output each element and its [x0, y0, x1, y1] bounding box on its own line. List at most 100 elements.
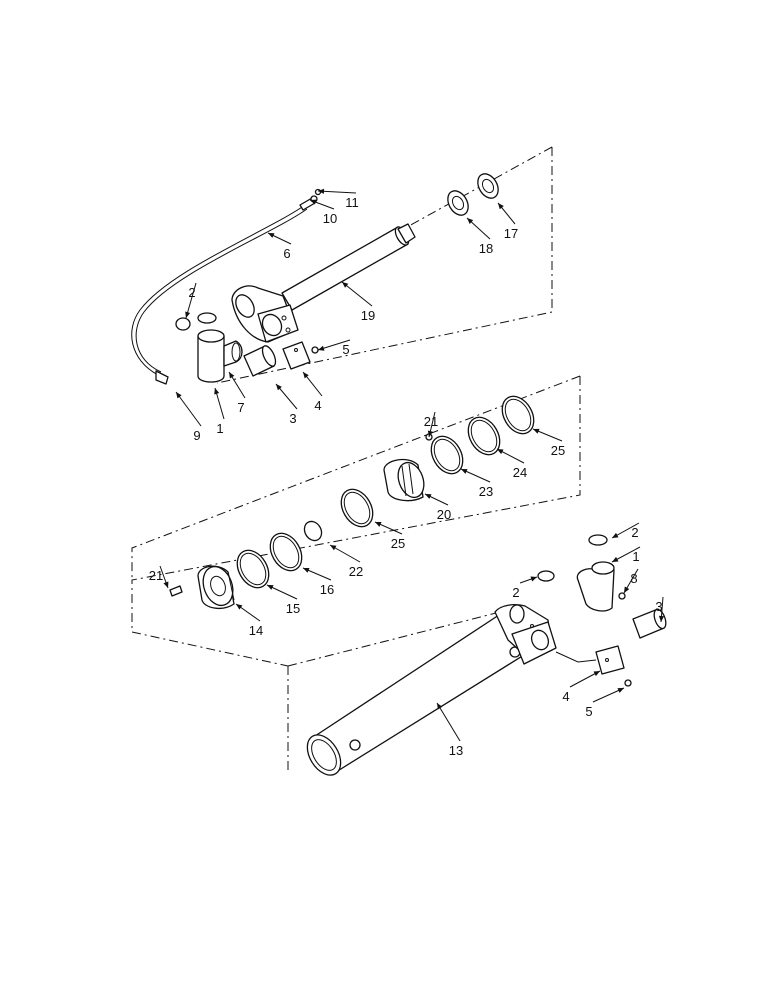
callout-number: 24 [513, 465, 527, 480]
callout-c1b: 1 [611, 546, 641, 564]
rod-seals [447, 173, 499, 216]
callout-leader-line [436, 702, 461, 742]
callout-number: 4 [314, 398, 321, 413]
callout-leader-line [175, 391, 202, 427]
callout-c6: 6 [267, 232, 292, 261]
callout-number: 4 [562, 689, 569, 704]
callout-arrowhead [236, 604, 243, 610]
callout-number: 11 [345, 195, 359, 210]
callout-arrowhead [427, 430, 433, 437]
callout-leader-line [341, 281, 373, 307]
callout-number: 3 [655, 599, 662, 614]
callout-arrowhead [624, 586, 630, 593]
callout-number: 8 [630, 571, 637, 586]
callout-c20: 20 [424, 493, 451, 522]
callout-arrowhead [658, 615, 665, 622]
lower-bearing-parts [537, 534, 667, 687]
callout-arrowhead [498, 203, 504, 210]
callout-arrowhead [276, 384, 282, 391]
callout-arrowhead [229, 372, 235, 379]
callout-arrowhead [461, 469, 468, 474]
callout-number: 10 [323, 211, 337, 226]
callout-number: 1 [216, 421, 223, 436]
callout-number: 21 [424, 414, 438, 429]
callout-c16: 16 [302, 567, 334, 597]
callout-number: 6 [283, 246, 290, 261]
callout-c22: 22 [329, 544, 363, 579]
callout-arrowhead [318, 188, 325, 194]
callout-c13: 13 [436, 702, 463, 758]
callout-c10: 10 [309, 199, 337, 226]
barrel-clevis [494, 604, 557, 665]
callout-arrowhead [318, 345, 325, 351]
callout-arrowhead [330, 545, 337, 551]
callout-c3b: 3 [655, 596, 665, 623]
callout-number: 22 [349, 564, 363, 579]
callout-c21b: 21 [149, 565, 169, 589]
callout-arrowhead [310, 199, 317, 205]
callout-c21a: 21 [424, 411, 438, 438]
callout-number: 25 [391, 536, 405, 551]
piston-assembly [169, 395, 535, 610]
callout-leader-line [185, 282, 197, 319]
callout-number: 5 [585, 704, 592, 719]
callout-c4b: 4 [562, 670, 601, 704]
upper-pin [243, 345, 277, 377]
callout-arrowhead [593, 671, 600, 677]
callout-c3a: 3 [275, 383, 298, 426]
callout-c19: 19 [341, 281, 375, 323]
callout-c4a: 4 [302, 371, 323, 413]
callout-number: 25 [551, 443, 565, 458]
callout-arrowhead [303, 372, 309, 379]
callout-c15: 15 [266, 584, 300, 616]
callout-arrowhead [342, 282, 349, 288]
callout-number: 5 [342, 342, 349, 357]
callout-number: 1 [632, 549, 639, 564]
callout-c2c: 2 [512, 576, 538, 600]
callout-arrowhead [467, 218, 474, 224]
callout-c2b: 2 [611, 522, 640, 540]
callout-c8: 8 [623, 568, 639, 594]
callout-number: 20 [437, 507, 451, 522]
callout-arrowhead [176, 392, 182, 399]
callout-c1a: 1 [214, 387, 225, 436]
upper-retainer-plate [282, 341, 319, 370]
callout-arrowhead [530, 576, 537, 582]
upper-bushings [175, 312, 217, 331]
callout-arrowhead [612, 532, 619, 538]
callout-arrowhead [425, 494, 432, 499]
rod-clevis [231, 285, 299, 343]
callout-number: 18 [479, 241, 493, 256]
callout-c9: 9 [175, 391, 202, 443]
callout-c5a: 5 [317, 339, 351, 357]
piston-rod [281, 223, 416, 311]
callout-arrowhead [375, 522, 382, 527]
callout-arrowhead [214, 388, 220, 395]
callout-number: 13 [449, 743, 463, 758]
callout-number: 19 [361, 308, 375, 323]
callout-arrowhead [185, 311, 191, 318]
callout-arrowhead [268, 233, 275, 238]
callout-number: 9 [193, 428, 200, 443]
callout-c11: 11 [317, 188, 359, 210]
callout-c25b: 25 [374, 521, 405, 551]
callout-number: 15 [286, 601, 300, 616]
callout-number: 17 [504, 226, 518, 241]
callout-number: 23 [479, 484, 493, 499]
callout-arrowhead [533, 428, 540, 434]
callout-c24: 24 [496, 448, 527, 480]
callout-c14: 14 [235, 603, 263, 638]
callout-number: 3 [289, 411, 296, 426]
callout-number: 2 [188, 285, 195, 300]
cylinder-barrel [306, 612, 533, 776]
callout-arrowhead [303, 567, 310, 573]
callout-arrowhead [267, 585, 274, 590]
callout-c18: 18 [466, 217, 493, 256]
hose [131, 197, 316, 385]
callout-c2a: 2 [185, 282, 197, 319]
callout-number: 16 [320, 582, 334, 597]
callout-arrowhead [612, 556, 619, 562]
callout-number: 2 [631, 525, 638, 540]
